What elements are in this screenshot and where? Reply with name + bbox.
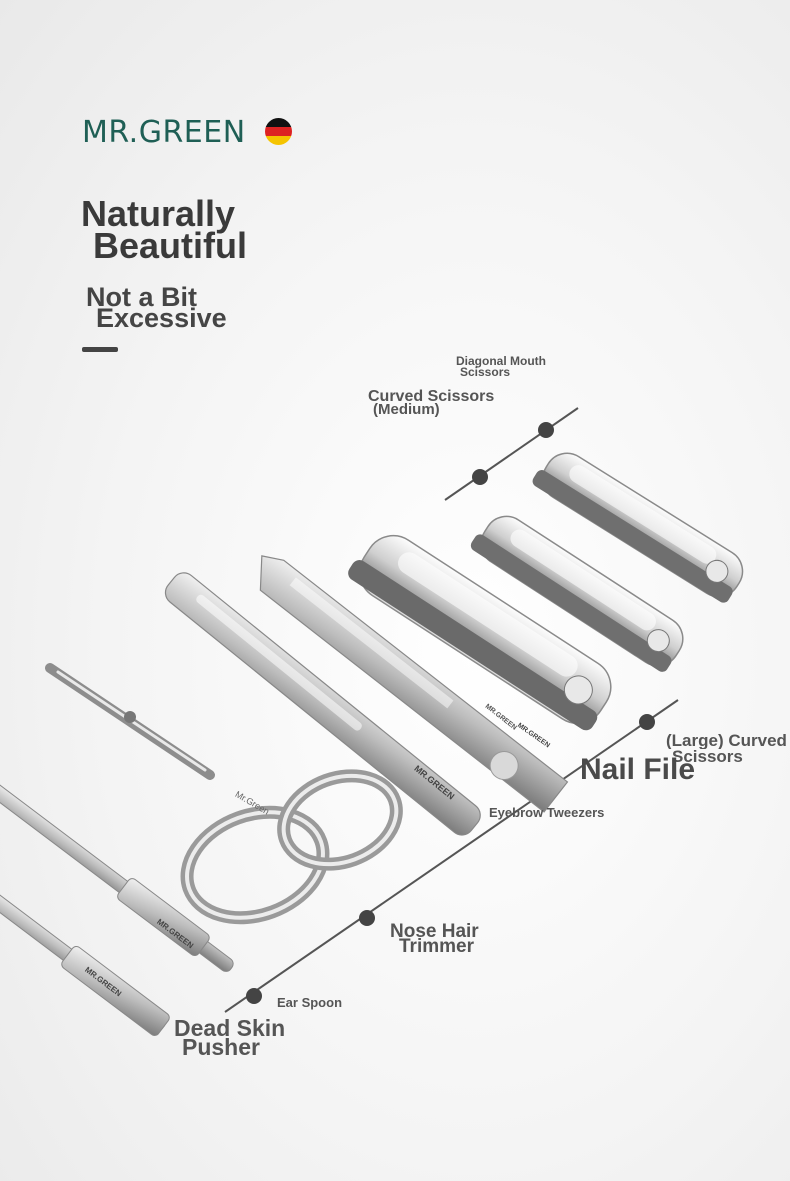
label-ear-spoon: Ear Spoon <box>277 995 343 1010</box>
label-curved-large-1: (Large) Curved <box>666 732 787 749</box>
headline-line1: Naturally <box>81 193 236 234</box>
flag-stripe-red <box>265 127 292 136</box>
nail-file <box>259 555 569 813</box>
subheadline-line2: Excessive <box>96 303 227 333</box>
label-nose-hair-1: Nose Hair <box>390 921 479 942</box>
label-curved-medium-2: (Medium) <box>373 401 440 418</box>
nose-hair-scissors <box>45 663 403 925</box>
eyebrow-tweezers <box>164 572 481 836</box>
label-eyebrow-tweezers: Eyebrow Tweezers <box>489 805 605 820</box>
label-nail-file: Nail File <box>580 753 696 786</box>
subheadline-line1: Not a Bit <box>86 282 197 312</box>
indicator-line-top <box>444 407 579 501</box>
label-curved-medium-1: Curved Scissors <box>368 388 495 405</box>
divider-dash <box>82 347 118 352</box>
germany-flag-icon <box>265 118 292 145</box>
brand-logo: MR.GREEN <box>82 115 246 150</box>
label-diagonal-mouth-1: Diagonal Mouth <box>456 354 546 368</box>
indicator-line-bottom <box>224 699 679 1013</box>
headline-line2: Beautiful <box>93 225 248 266</box>
diagonal-mouth-clipper <box>532 452 744 603</box>
flag-stripe-black <box>265 118 292 127</box>
ear-spoon <box>0 866 170 1036</box>
curved-clipper-large <box>348 534 612 731</box>
curved-clipper-medium <box>470 515 684 672</box>
label-nose-hair-2: Trimmer <box>399 936 474 957</box>
label-diagonal-mouth-2: Scissors <box>460 365 511 379</box>
flag-stripe-gold <box>265 136 292 145</box>
label-dead-skin-2: Pusher <box>182 1034 260 1060</box>
label-dead-skin-1: Dead Skin <box>174 1015 286 1041</box>
dead-skin-pusher <box>0 756 234 972</box>
label-curved-large-2: Scissors <box>672 747 743 766</box>
